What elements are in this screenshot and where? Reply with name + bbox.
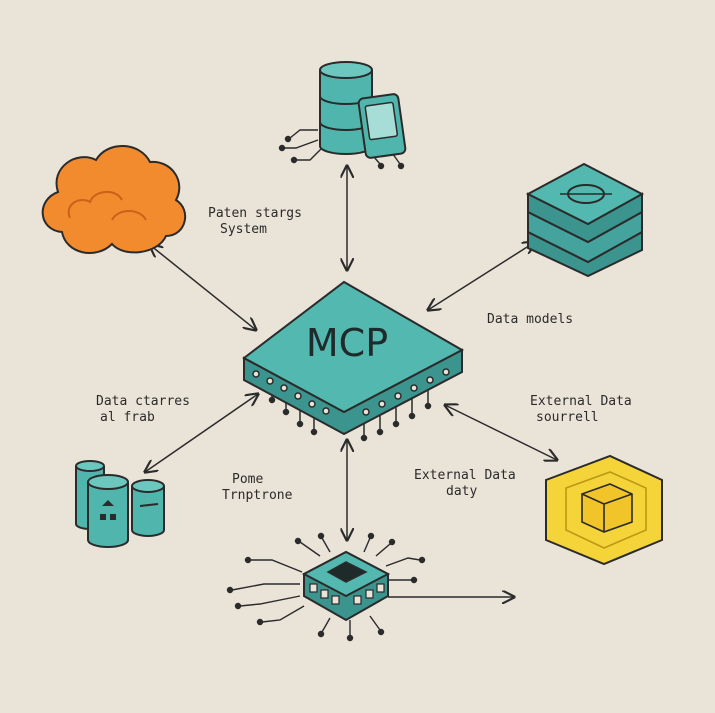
arrow-cube-mcp [445, 405, 557, 460]
label-center-lower-left: Pome Trnptrone [222, 472, 293, 503]
label-right-lower: External Data sourrell [530, 394, 632, 425]
cloud-icon [41, 145, 186, 254]
arrow-server-mcp [428, 242, 535, 310]
label-center-lower-right: External Data daty [414, 468, 516, 499]
cube-icon [545, 454, 663, 566]
mcp-chip: MCP [242, 280, 465, 442]
chip-icon [226, 532, 426, 642]
connections [145, 166, 557, 597]
mcp-label: MCP [306, 321, 388, 365]
arrow-storage-mcp [145, 394, 258, 472]
database-phone-icon [278, 61, 407, 170]
server-stack-icon [525, 162, 645, 278]
label-left-lower: Data ctarres al frab [96, 394, 190, 425]
arrow-cloud-mcp [150, 245, 256, 330]
label-right-upper: Data models [487, 312, 574, 327]
storage-cylinders-icon [75, 460, 165, 548]
label-top-left: Paten stargs System [208, 206, 302, 237]
